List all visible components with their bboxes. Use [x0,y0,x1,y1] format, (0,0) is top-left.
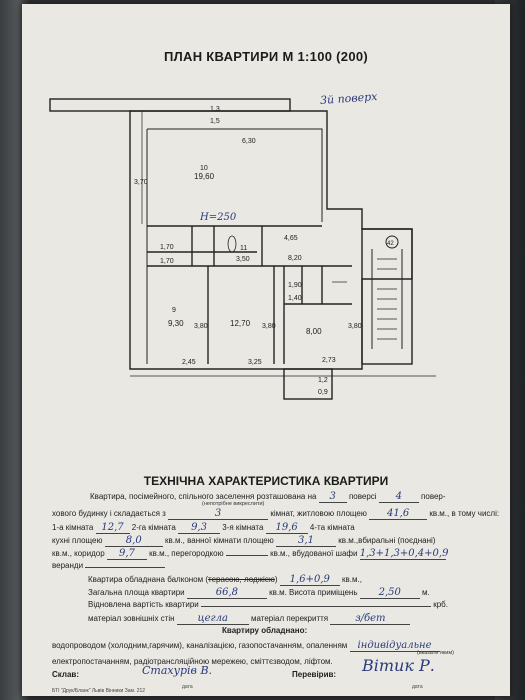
label-room9-num: 9 [172,307,176,314]
label-room7-area: 1,70 [160,244,174,251]
label-room5-area: 1,40 [288,295,302,302]
label-dim-325: 3,25 [248,359,262,366]
pereviriv-signature: Вітик Р. [362,656,435,675]
tech-line-9: Відновлена вартість квартири крб. [88,600,448,609]
stairwell [361,228,413,365]
tech-line-5: кв.м., коридор 9,7 кв.м., перегородкою к… [52,548,449,560]
label-dim-245: 2,45 [182,359,196,366]
label-room3-area: 8,20 [288,255,302,262]
label-dim-370: 3,70 [134,179,148,186]
label-room10-area: 19,60 [194,172,215,181]
label-height: H=250 [199,212,237,223]
equip-title: Квартиру обладнано: [222,626,308,635]
sklav-signature: Стахурів В. [142,664,213,677]
label-room2-area: 12,70 [230,319,251,328]
label-room11-num: 11 [240,245,247,252]
label-room4-area: 1,90 [288,282,302,289]
pereviriv-label: Перевірив: [292,670,337,679]
label-room10-num: 10 [200,165,208,172]
tech-line-4: кухні площею 8,0 кв.м., ванної кімнати п… [52,535,436,547]
label-room1-area: 8,00 [306,327,322,336]
label-bottom-balcony-b: 0,9 [318,389,328,396]
top-balcony [49,98,291,112]
tech-line-8: Загальна площа квартири 66,8 кв.м. Висот… [88,587,430,599]
floor-plan: 1,3 1,5 6,30 10 19,60 3,70 4,65 1,70 1,7… [49,98,436,400]
label-dim-273: 2,73 [322,357,336,364]
label-circle-no: 42 [387,241,394,247]
bottom-balcony [283,368,333,400]
label-balcony-top-a: 1,3 [210,106,220,113]
tech-line-2: хового будинку і складається з 3 кімнат,… [52,508,500,520]
label-dim-380c: 3,80 [348,323,362,330]
circle-marker [385,235,399,249]
tech-line-6: веранди [52,561,166,570]
label-dim-380a: 3,80 [194,323,208,330]
equip-heat-note: (вказати яким) [417,650,454,656]
tech-line-7: Квартира обладнана балконом (терасою, ло… [88,574,362,586]
equip-line-1: водопроводом (холодним,гарячим), каналіз… [52,640,440,652]
equip-line-2: електропостачанням, радіотрансляційною м… [52,657,333,666]
label-bottom-balcony-a: 1,2 [318,377,328,384]
tech-note-1: (непотрібне викреслити) [202,501,265,507]
label-dim-465: 4,65 [284,235,298,242]
tech-line-1: Квартира, посімейного, спільного заселен… [90,491,446,503]
label-room11-area: 3,50 [236,256,250,263]
document-sheet: ПЛАН КВАРТИРИ М 1:100 (200) 3й поверх [22,4,510,696]
label-room8-area: 1,70 [160,258,174,265]
date-label-2: дата [412,684,423,690]
sklav-label: Склав: [52,670,79,679]
tech-title: ТЕХНІЧНА ХАРАКТЕРИСТИКА КВАРТИРИ [143,474,389,488]
plan-title: ПЛАН КВАРТИРИ М 1:100 (200) [163,49,369,64]
label-room9-area: 9,30 [168,319,184,328]
label-dim-380b: 3,80 [262,323,276,330]
bathtub-icon [227,235,237,253]
label-balcony-top-b: 1,5 [210,118,220,125]
label-dim-630: 6,30 [242,138,256,145]
outer-wall [129,110,413,370]
date-label-1: дата [182,684,193,690]
printer-note: БТІ "Друк/Бланк" Львів Вінники Зам. 212 [52,688,146,694]
tech-line-10: матеріал зовнішніх стін цегла матеріал п… [88,613,411,625]
tech-line-3: 1-а кімната 12,7 2-га кімната 9,3 3-я кі… [52,522,355,534]
